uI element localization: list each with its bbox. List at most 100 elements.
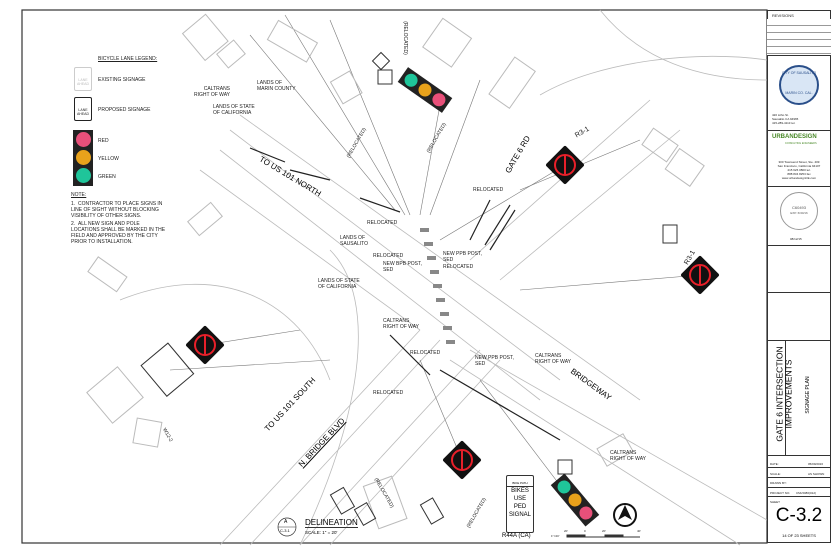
bike-signal-icon: [397, 67, 453, 113]
no-turn-sign-icon: [443, 441, 481, 479]
divider: [767, 455, 831, 456]
sheet-border: [21, 9, 768, 544]
scale-tick: 40': [637, 529, 641, 533]
divider: [767, 496, 831, 497]
firm-address: 300 Townsend Street, Ste. 409 San Franci…: [777, 160, 821, 180]
label-relocated: RELOCATED: [373, 390, 404, 396]
no-turn-sign-icon: [546, 146, 584, 184]
sheet-label: SHEET: [770, 500, 781, 504]
label-state-ca-2: LANDS OF STATE OF CALIFORNIA: [318, 278, 360, 290]
label-relocated: RELOCATED: [443, 264, 474, 270]
divider: [767, 487, 831, 488]
scale-bar-label: 1"=20': [551, 534, 560, 538]
sheet-title: SIGNAGE PLAN: [805, 376, 811, 414]
proposed-sign-sample: LANE AHEAD: [74, 97, 92, 121]
divider: [767, 245, 831, 246]
detail-scale: SCALE: 1" = 20': [305, 530, 338, 535]
note-2: 2. ALL NEW SIGN AND POLE LOCATIONS SHALL…: [71, 221, 166, 245]
ped-sign-line: BIKES: [511, 488, 529, 494]
label-relocated-paren: (RELOCATED): [401, 21, 408, 55]
legend-existing: EXISTING SIGNAGE: [98, 77, 146, 83]
signal-sample: [73, 130, 93, 186]
label-caltrans-row: CALTRANS RIGHT OF WAY: [383, 318, 420, 330]
bike-signal-icon: [550, 473, 600, 527]
label-marin-county: LANDS OF MARIN COUNTY: [257, 80, 296, 92]
detail-title: DELINEATION: [305, 518, 358, 528]
label-caltrans-row: CALTRANS RIGHT OF WAY: [194, 86, 231, 98]
project-no-label: PROJECT NO.: [770, 491, 791, 495]
scale-tick: 20': [564, 529, 568, 533]
divider: [767, 292, 831, 293]
note-1: 1. CONTRACTOR TO PLACE SIGNS IN LINE OF …: [71, 201, 163, 219]
detail-letter: A: [284, 519, 288, 525]
scale-tick: 20': [602, 529, 606, 533]
label-relocated: RELOCATED: [410, 350, 441, 356]
label-new-ppb-post: NEW PPB POST, SED: [475, 355, 514, 367]
revisions-label: REVISIONS: [772, 13, 794, 18]
stamp-number: C60493: [791, 205, 806, 210]
project-no-value: CML5086(012): [796, 491, 817, 495]
drawn-by-label: DRAWN BY:: [770, 481, 787, 485]
sheet-number: C-3.2: [775, 505, 823, 526]
scale-label: SCALE:: [770, 472, 781, 476]
scale-tick: 0: [584, 529, 586, 533]
divider: [767, 467, 831, 468]
north-arrow-icon: [613, 503, 637, 527]
legend-green: GREEN: [98, 174, 116, 180]
legend-yellow: YELLOW: [98, 156, 119, 162]
ped-sign-code: R44A (CA): [502, 533, 531, 539]
label-state-ca: LANDS OF STATE OF CALIFORNIA: [213, 104, 255, 116]
legend-red: RED: [98, 138, 109, 144]
date-value: 05/09/2016: [808, 462, 824, 466]
ped-sign-line: USE: [513, 496, 527, 502]
note-2-text: ALL NEW SIGN AND POLE LOCATIONS SHALL BE…: [71, 221, 166, 245]
scale-bar: [566, 534, 640, 538]
title-block: [767, 10, 831, 543]
label-relocated: RELOCATED: [367, 220, 398, 226]
proposed-striping: [249, 147, 561, 441]
legend-proposed: PROPOSED SIGNAGE: [98, 107, 151, 113]
label-sausalito: LANDS OF SAUSALITO: [340, 235, 368, 247]
bikes-use-ped-signal-sign: BIKE PATH BIKES USE PED SIGNAL: [506, 475, 534, 533]
city-address: 420 Litho St. Sausalito CA 94965 415-289…: [772, 113, 799, 125]
detail-ref: C-3.1: [280, 528, 290, 533]
ped-sign-line: SIGNAL: [508, 512, 531, 518]
ped-sign-top: BIKE PATH: [507, 476, 533, 487]
project-title: GATE 6 INTERSECTION IMPROVEMENTS: [774, 346, 794, 442]
divider: [767, 340, 831, 341]
note-title: NOTE:: [71, 192, 87, 198]
ped-sign-line: PED: [513, 504, 527, 510]
city-seal-logo: CITY OF SAUSALITO MARIN CO. CAL.: [779, 65, 819, 105]
label-caltrans-row: CALTRANS RIGHT OF WAY: [610, 450, 647, 462]
divider: [785, 340, 786, 455]
city-county: MARIN CO. CAL.: [785, 91, 813, 95]
label-new-ppb-post: NEW PPB POST, SED: [443, 251, 482, 263]
scale-value: AS SHOWN: [808, 472, 825, 476]
revisions-table: [767, 19, 831, 56]
crosswalk-markings: [420, 228, 455, 344]
label-caltrans-row: CALTRANS RIGHT OF WAY: [535, 353, 572, 365]
bike-signal-heads: [397, 67, 600, 527]
prohibition-signs: [186, 146, 719, 479]
date-label: DATE:: [770, 462, 779, 466]
yellow-lens-icon: [75, 150, 91, 165]
divider: [767, 186, 831, 187]
label-relocated: RELOCATED: [373, 253, 404, 259]
existing-sign-sample: LANE AHEAD: [74, 67, 92, 91]
legend-title: BICYCLE LANE LEGEND:: [98, 56, 158, 62]
firm-logo: URBANDESIGN: [772, 134, 817, 140]
divider: [767, 130, 831, 131]
label-new-bpb-post: NEW BPB POST, SED: [383, 261, 422, 273]
red-lens-icon: [75, 132, 91, 147]
green-lens-icon: [75, 168, 91, 183]
note-1-text: CONTRACTOR TO PLACE SIGNS IN LINE OF SIG…: [71, 201, 163, 219]
existing-signs: [86, 13, 705, 530]
proposed-signs: [140, 51, 678, 526]
city-name: CITY OF SAUSALITO: [781, 71, 817, 75]
stamp-expiry: EXP. 6/30/16: [790, 211, 808, 215]
stamp-date: 08/12/15: [790, 237, 802, 241]
firm-subtitle: CONSULTING ENGINEERS: [785, 142, 817, 145]
